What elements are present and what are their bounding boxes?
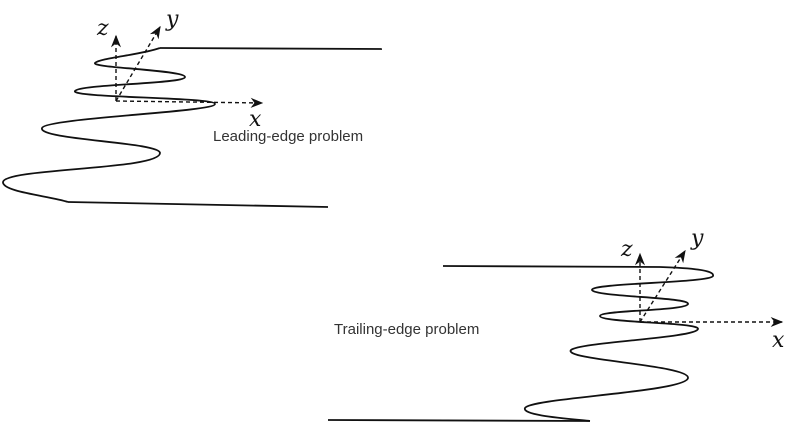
leading-caption: Leading-edge problem: [213, 128, 363, 145]
leading-y-axis: [115, 25, 161, 102]
trailing-edge-diagram: z y x Trailing-edge problem: [327, 226, 785, 422]
trailing-bottom-plate-line: [327, 419, 591, 422]
trailing-top-plate-line: [442, 265, 661, 268]
leading-x-label: x: [249, 107, 262, 132]
leading-x-axis: [115, 97, 264, 108]
trailing-x-label: x: [772, 328, 785, 353]
leading-wavy-front: [2, 47, 216, 203]
leading-y-label: y: [165, 7, 179, 32]
leading-z-label: z: [96, 16, 109, 41]
trailing-z-label: z: [620, 237, 633, 262]
trailing-y-axis: [639, 249, 686, 323]
trailing-caption: Trailing-edge problem: [334, 321, 479, 338]
leading-bottom-plate-line: [67, 201, 329, 208]
trailing-wavy-front: [524, 266, 714, 422]
trailing-y-label: y: [690, 226, 704, 251]
leading-edge-diagram: z y x Leading-edge problem: [2, 7, 383, 208]
leading-top-plate-line: [159, 47, 383, 50]
